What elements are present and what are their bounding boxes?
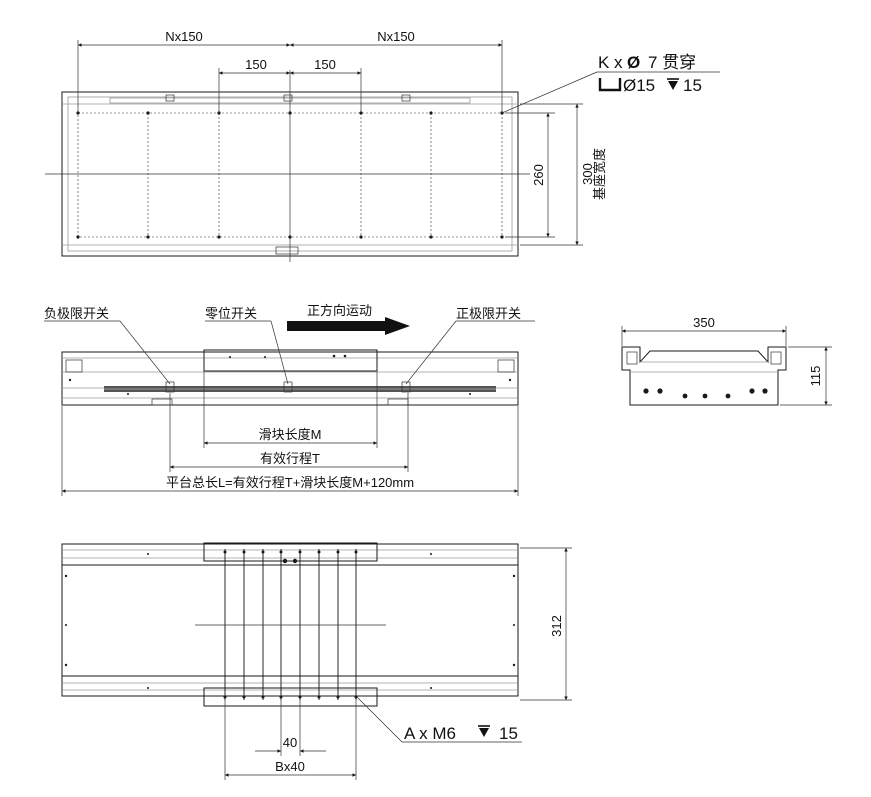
through-hole-label: 7 贯穿	[648, 53, 696, 72]
neg-limit-switch	[165, 381, 175, 393]
label-direction: 正方向运动	[307, 303, 372, 318]
slider-block	[203, 349, 378, 372]
tap-callout-label: A x M6	[404, 724, 456, 743]
label-zero-switch: 零位开关	[205, 306, 257, 321]
cable-connector	[275, 246, 299, 255]
label-neg-limit: 负极限开关	[44, 306, 109, 321]
tap-depth-value: 15	[499, 724, 518, 743]
hole-count-label: K x	[598, 53, 623, 72]
dim-slider-length: 滑块长度M	[259, 427, 322, 442]
dim-260: 260	[531, 164, 546, 186]
dim-nx150-left: Nx150	[165, 29, 203, 44]
counterbore-icon	[598, 78, 622, 92]
side-body-outline	[61, 351, 519, 406]
bottom-body-outline	[61, 543, 519, 697]
dim-115: 115	[808, 366, 823, 387]
tap-hole-columns	[224, 549, 357, 700]
tap-depth-icon	[478, 725, 490, 737]
depth-icon	[667, 78, 679, 90]
tap-holes	[64, 550, 516, 699]
counterbore-diameter: Ø15	[623, 76, 655, 95]
pos-limit-switch	[401, 381, 411, 393]
dim-effective-travel: 有效行程T	[260, 451, 320, 466]
diameter-symbol: Ø	[627, 53, 640, 72]
left-end-cap	[65, 359, 83, 373]
dim-total-length: 平台总长L=有效行程T+滑块长度M+120mm	[166, 475, 414, 490]
counterbore-depth: 15	[683, 76, 702, 95]
dim-350: 350	[693, 315, 715, 330]
right-end-cap	[497, 359, 515, 373]
side-view: 负极限开关 零位开关 正方向运动 正极限开关 滑块长度M 有效行程T 平台总长L…	[44, 303, 535, 496]
bottom-view: 312 40 Bx40 A x M6 15	[61, 542, 572, 780]
top-view: Nx150 Nx150 150 150 260 300 基座宽度 K x Ø 7…	[45, 29, 720, 262]
mounting-holes	[76, 111, 504, 239]
slider-bottom-block	[203, 687, 378, 707]
slider-top-block	[203, 542, 378, 562]
label-pos-limit: 正极限开关	[456, 306, 521, 321]
zero-switch	[283, 381, 293, 393]
direction-arrow-icon	[287, 317, 410, 335]
end-view-holes	[643, 388, 768, 399]
end-profile-outline	[621, 346, 787, 406]
dim-300: 300	[580, 163, 595, 185]
dim-312: 312	[549, 615, 564, 637]
dim-150-right: 150	[314, 57, 336, 72]
dim-150-left: 150	[245, 57, 267, 72]
dim-bx40: Bx40	[275, 759, 305, 774]
dim-40: 40	[283, 735, 297, 750]
end-view: 350 115	[621, 315, 832, 406]
base-width-label: 基座宽度	[592, 148, 607, 200]
dim-nx150-right: Nx150	[377, 29, 415, 44]
